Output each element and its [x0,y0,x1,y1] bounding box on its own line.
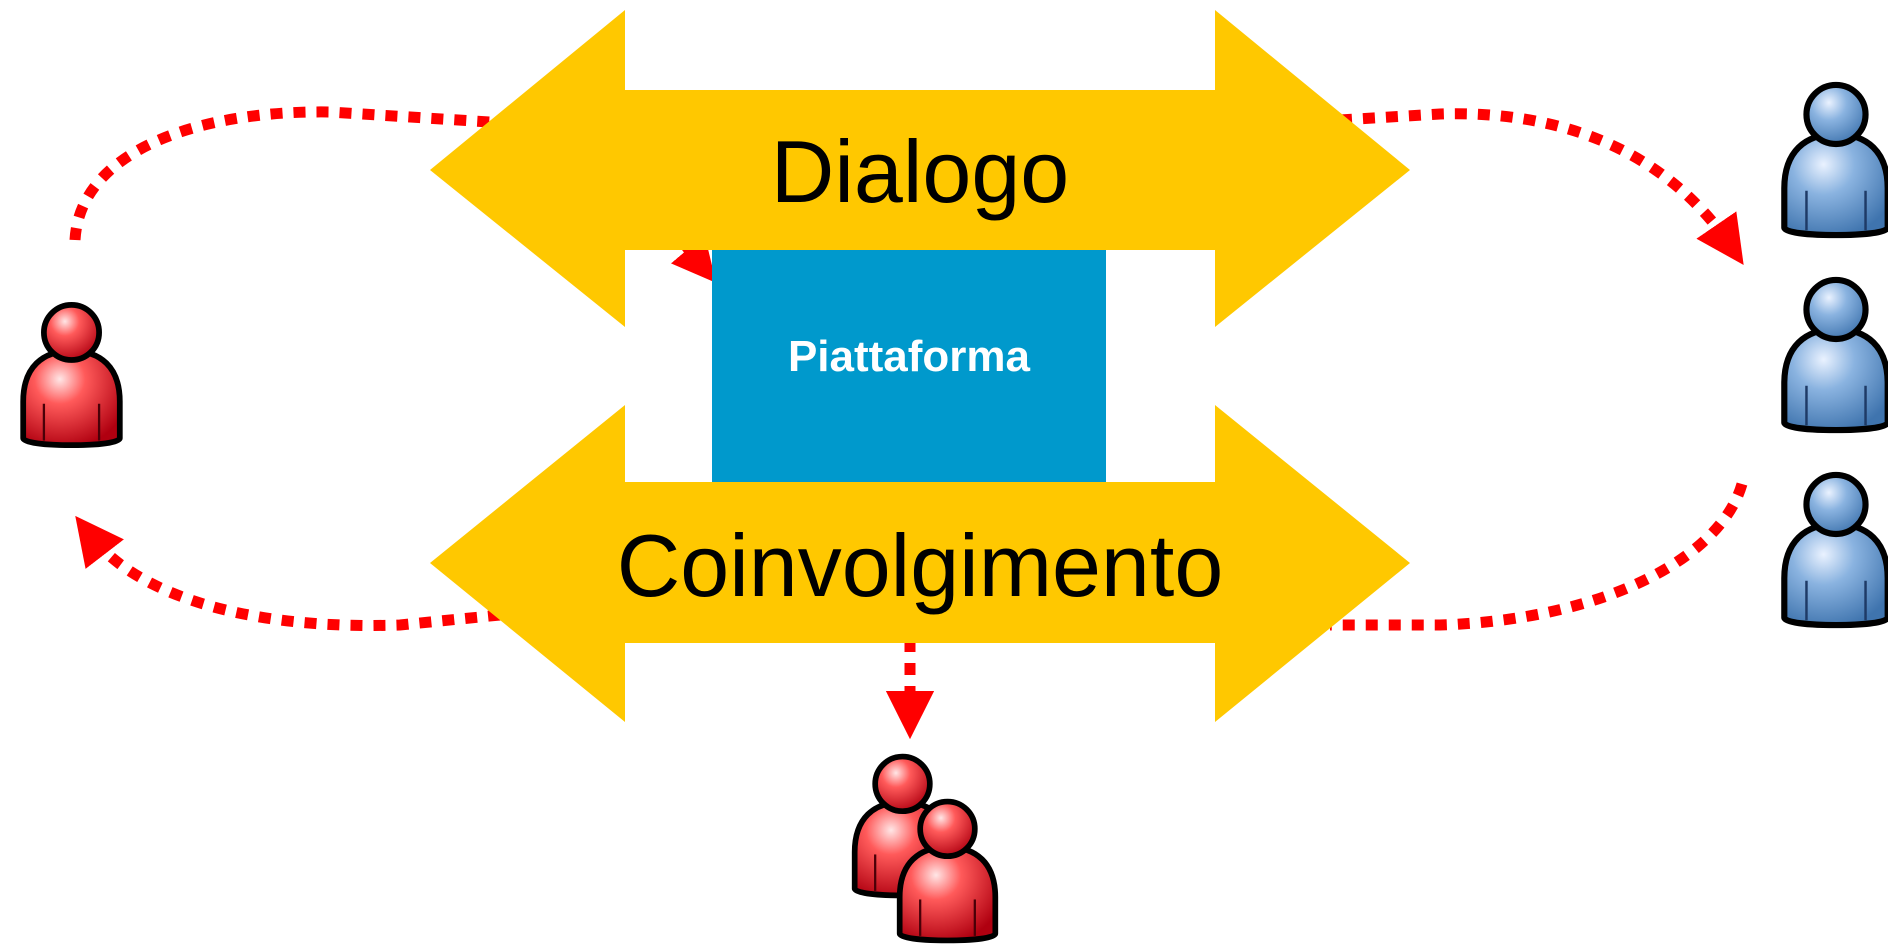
connector-bottom-left [75,515,501,631]
person-blue-icon-bottom [1784,475,1887,625]
person-red-icon [23,305,120,445]
coinvolgimento-double-arrow [430,405,1410,722]
connector-top-left [69,106,491,241]
dialogo-label: Dialogo [771,122,1069,221]
person-blue-icon-middle [1784,280,1887,430]
connector-center-mini [671,235,717,283]
dialogo-double-arrow [430,10,1410,327]
piattaforma-box [712,250,1106,482]
coinvolgimento-label: Coinvolgimento [617,516,1224,615]
piattaforma-label: Piattaforma [788,332,1031,381]
person-group-red-icon [855,757,996,941]
connector-top-right [1339,108,1744,265]
connector-bottom-right [1330,482,1748,631]
person-blue-icon-top [1784,85,1887,235]
